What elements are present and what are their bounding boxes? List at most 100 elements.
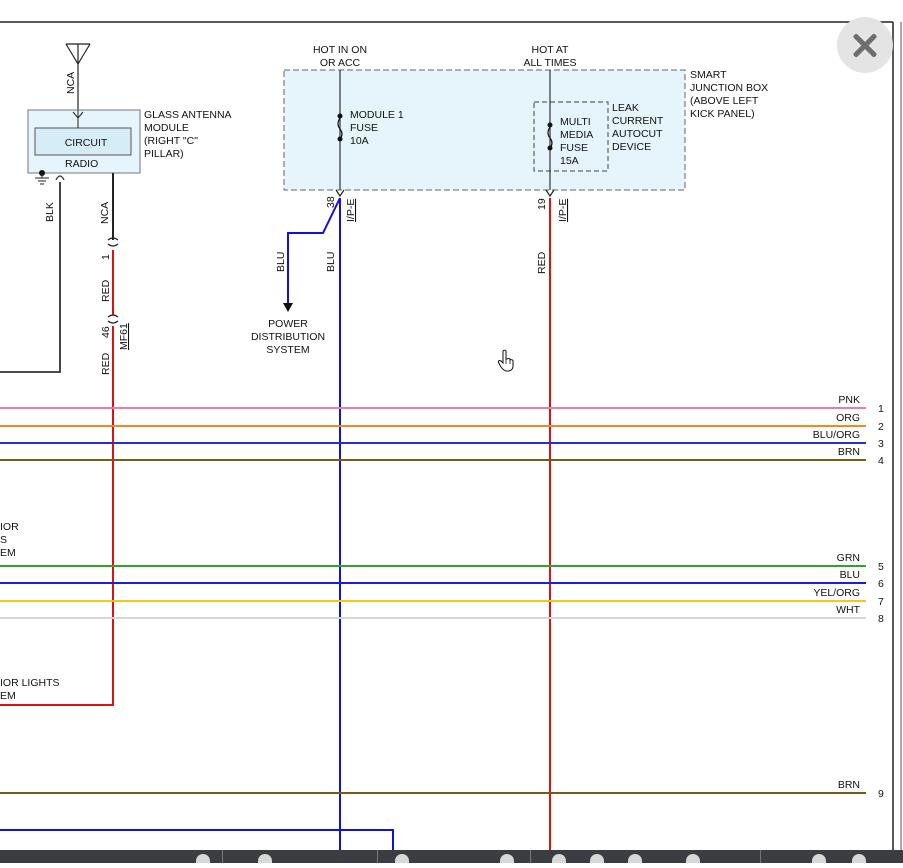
left-system-a-line-1: IOR [0, 521, 19, 533]
bus-wire-label: ORG [836, 412, 860, 424]
bus-wire-4: BRN 4 [0, 446, 884, 467]
pin-1-label: 1 [100, 254, 112, 260]
radio-label: RADIO [65, 158, 98, 170]
pin-19-label: 19 [536, 198, 548, 210]
pin-46-connector-icon [107, 314, 119, 324]
leak-device-line-2: CURRENT [612, 115, 664, 127]
bus-wire-label: GRN [837, 552, 860, 564]
pin-38-label: 38 [325, 196, 337, 208]
power-dist-line-2: DISTRIBUTION [251, 331, 325, 343]
bus-wire-number: 9 [878, 788, 884, 800]
bus-wires: PNK 1 ORG 2 BLU/ORG 3 BRN 4 GRN 5 BLU 6 [0, 394, 884, 800]
bus-wire-7: YEL/ORG 7 [0, 587, 884, 608]
multimedia-fuse-icon [547, 122, 553, 151]
red-main-label: RED [536, 251, 548, 274]
hot-always-label-2: ALL TIMES [523, 57, 576, 69]
bus-wire-number: 1 [878, 403, 884, 415]
hot-always-label-1: HOT AT [532, 44, 570, 56]
toolbar-divider [530, 850, 531, 863]
toolbar-tool-icon[interactable] [812, 854, 826, 863]
bus-wire-label: BRN [838, 779, 860, 791]
mf61-connector-label: MF61 [118, 323, 130, 350]
red-wire-lower [0, 326, 114, 706]
leak-device-line-4: DEVICE [612, 141, 651, 153]
blk-connector-icon [55, 175, 65, 181]
toolbar-tool-icon[interactable] [590, 854, 604, 863]
bus-wire-label: YEL/ORG [813, 587, 860, 599]
bus-wire-8: WHT 8 [0, 604, 884, 625]
module-name-line-1: GLASS ANTENNA [144, 109, 232, 121]
bus-wire-3: BLU/ORG 3 [0, 429, 884, 450]
antenna-symbol-icon [65, 43, 91, 110]
toolbar-tool-icon[interactable] [628, 854, 642, 863]
ground-symbol-icon [35, 170, 49, 185]
pin-38-arrow-icon [335, 189, 345, 198]
sjb-name-line-1: SMART [690, 69, 727, 81]
leak-current-device-box [533, 101, 609, 172]
toolbar-tool-icon[interactable] [552, 854, 566, 863]
bottom-toolbar [0, 850, 903, 863]
bus-wire-6: BLU 6 [0, 569, 884, 590]
blu-branch-label: BLU [275, 252, 287, 272]
bus-wire-number: 6 [878, 578, 884, 590]
antenna-feed-arrow-icon [72, 111, 84, 119]
sjb-name-line-3: (ABOVE LEFT [690, 95, 759, 107]
toolbar-tool-icon[interactable] [258, 854, 272, 863]
toolbar-tool-icon[interactable] [196, 854, 210, 863]
bus-wire-label: BLU [840, 569, 860, 581]
bus-wire-label: BLU/ORG [813, 429, 860, 441]
hand-pointer-icon [497, 349, 514, 372]
fuse2-line-1: MULTI [560, 116, 591, 128]
toolbar-divider [760, 850, 761, 863]
left-system-b-line-2: EM [0, 690, 16, 702]
red-wire-label-1: RED [100, 279, 112, 302]
bus-wire-number: 7 [878, 596, 884, 608]
fuse1-line-2: FUSE [350, 122, 378, 134]
pin-1-connector-icon [107, 237, 119, 247]
blk-wire [0, 182, 61, 373]
circuit-box [34, 127, 132, 156]
fuse1-line-1: MODULE 1 [350, 109, 404, 121]
blu-bottom-wire [0, 829, 394, 850]
module-1-fuse-icon [337, 113, 343, 142]
power-distribution-arrow-icon [283, 303, 293, 312]
toolbar-tool-icon[interactable] [852, 854, 866, 863]
close-button[interactable] [837, 17, 893, 73]
power-dist-line-3: SYSTEM [266, 344, 309, 356]
sjb-name-line-4: KICK PANEL) [690, 108, 755, 120]
bus-wire-label: WHT [836, 604, 860, 616]
pin-19-arrow-icon [545, 189, 555, 198]
power-dist-line-1: POWER [268, 318, 308, 330]
bus-wire-number: 3 [878, 438, 884, 450]
left-system-a-line-2: S [0, 534, 7, 546]
bus-wire-label: BRN [838, 446, 860, 458]
bus-wire-number: 2 [878, 421, 884, 433]
bus-wire-5: GRN 5 [0, 552, 884, 573]
toolbar-tool-icon[interactable] [500, 854, 514, 863]
sjb-name-line-2: JUNCTION BOX [690, 82, 768, 94]
fuse1-line-3: 10A [350, 135, 369, 147]
toolbar-tool-icon[interactable] [395, 854, 409, 863]
leak-device-line-1: LEAK [612, 102, 639, 114]
ipe-connector-label-1: I/P-E [345, 199, 357, 222]
toolbar-divider [222, 850, 223, 863]
ipe-connector-label-2: I/P-E [557, 199, 569, 222]
red-wire-label-2: RED [100, 352, 112, 375]
bus-wire-number: 8 [878, 613, 884, 625]
leak-device-line-3: AUTOCUT [612, 128, 663, 140]
bus-wire-number: 5 [878, 561, 884, 573]
left-system-b-line-1: IOR LIGHTS [0, 677, 60, 689]
nca-wire-label: NCA [99, 202, 111, 224]
fuse2-line-2: MEDIA [560, 129, 593, 141]
module-name-line-4: PILLAR) [144, 148, 184, 160]
module-name-line-3: (RIGHT "C" [144, 135, 198, 147]
bus-wire-number: 4 [878, 455, 884, 467]
bus-wire-label: PNK [838, 394, 860, 406]
toolbar-divider [377, 850, 378, 863]
toolbar-tool-icon[interactable] [686, 854, 700, 863]
fuse2-line-4: 15A [560, 155, 579, 167]
left-system-a-line-3: EM [0, 547, 16, 559]
hot-on-label-2: OR ACC [320, 57, 361, 69]
module-name-line-2: MODULE [144, 122, 189, 134]
